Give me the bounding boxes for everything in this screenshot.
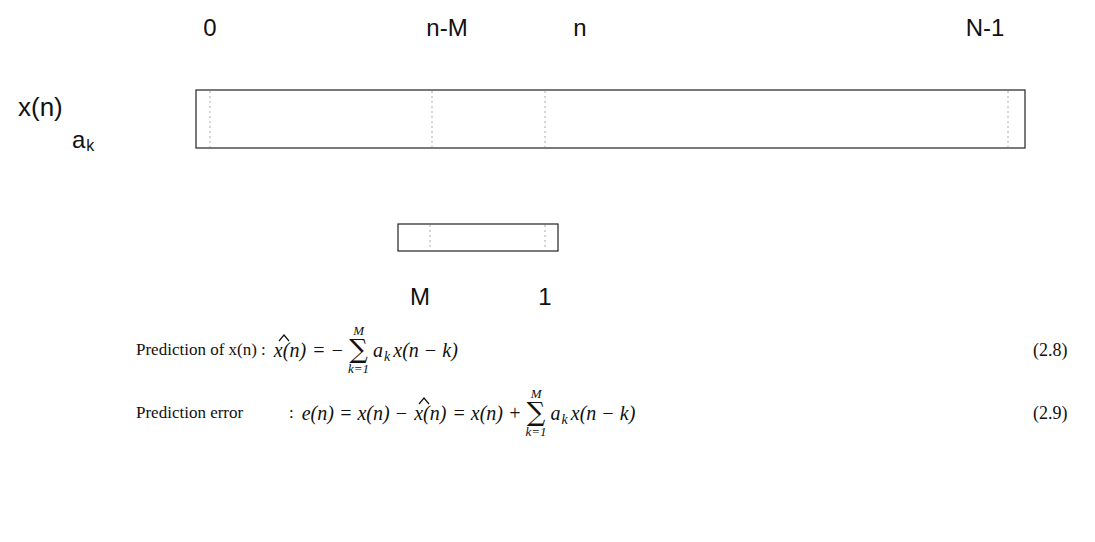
hat-accent (278, 334, 290, 342)
index-label: M (410, 283, 430, 311)
sum-limit: k=1 (526, 425, 547, 440)
hat-accent (419, 398, 429, 404)
equation-subscript: k (384, 349, 390, 365)
equation-number: (2.8) (1033, 340, 1068, 361)
index-marker (210, 91, 211, 147)
equation-term: a (551, 402, 561, 425)
equation-term: e(n) = x(n) − (302, 402, 408, 425)
equation-term: x(n − k) (393, 339, 458, 362)
equation-term: a (373, 339, 383, 362)
index-label: 0 (203, 14, 216, 42)
hat-accent (279, 335, 289, 341)
equation-subscript: k (562, 412, 568, 428)
hat-accent (418, 397, 430, 405)
index-marker (545, 225, 546, 250)
index-label: N-1 (966, 14, 1005, 42)
coefficient-subscript: k (86, 137, 94, 155)
signal-name: x(n) (18, 93, 63, 123)
equation-text: : (289, 403, 294, 423)
signal-array (196, 90, 1025, 148)
equation-text: Prediction error (136, 403, 243, 423)
sum-limit: M (353, 324, 364, 339)
index-marker (432, 91, 433, 147)
sum-symbol: ∑ (527, 398, 546, 428)
index-marker (430, 225, 431, 250)
index-marker (545, 91, 546, 147)
equation-number: (2.9) (1033, 403, 1068, 424)
equation-term: = x(n) + (452, 402, 521, 425)
equation-term: x(n) (274, 339, 306, 362)
coefficient-window (398, 224, 558, 251)
sum-limit: k=1 (348, 362, 369, 377)
coefficient-name: a (72, 126, 85, 154)
index-label: n (573, 14, 586, 42)
equation-term: x(n) (414, 402, 446, 425)
sum-symbol: ∑ (349, 335, 368, 365)
index-marker (1008, 91, 1009, 147)
equation-text: Prediction of x(n) : (136, 340, 266, 360)
equation-term: x(n − k) (571, 402, 636, 425)
equation-term: = − (312, 339, 344, 362)
index-label: n-M (426, 14, 467, 42)
index-label: 1 (538, 283, 551, 311)
sum-limit: M (531, 387, 542, 402)
